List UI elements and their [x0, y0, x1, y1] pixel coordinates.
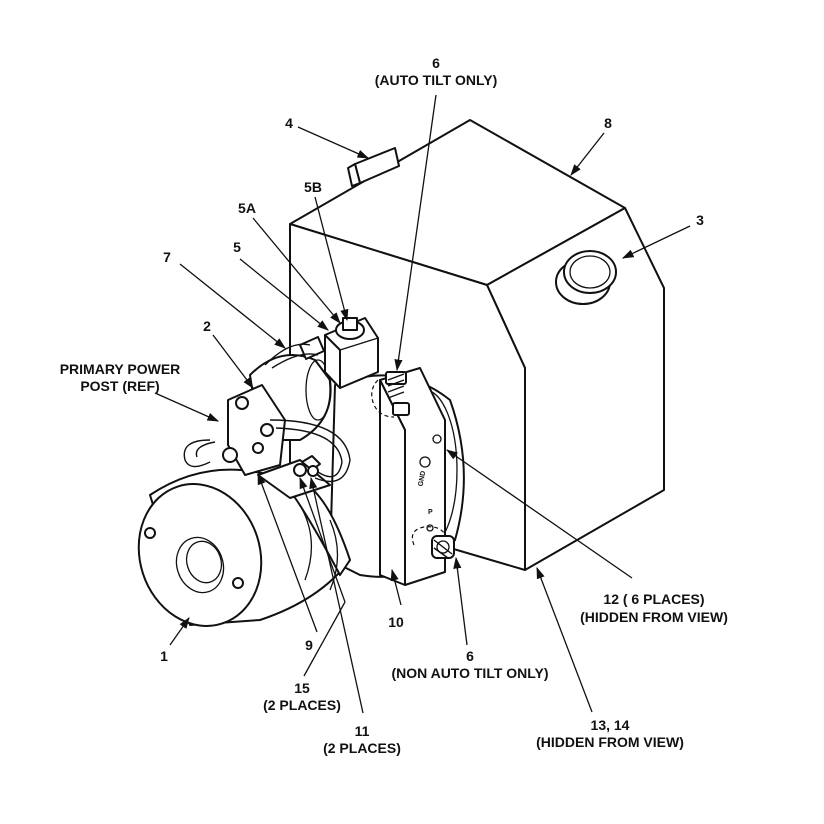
- motor-solenoid: [222, 354, 332, 476]
- label-4: 4: [285, 115, 293, 131]
- non-auto-tilt-fitting: [411, 526, 455, 559]
- label-primary-power-line1: PRIMARY POWER: [60, 361, 181, 377]
- label-5: 5: [233, 239, 241, 255]
- label-5b: 5B: [304, 179, 322, 195]
- label-3: 3: [696, 212, 704, 228]
- wiring: [183, 343, 351, 483]
- p-port-marking: P: [428, 509, 433, 516]
- sight-gauge: [555, 250, 617, 305]
- label-12-line2: (HIDDEN FROM VIEW): [580, 609, 728, 625]
- label-primary-power-line2: POST (REF): [80, 378, 159, 394]
- gnd-marking: GND: [418, 470, 428, 487]
- label-15-note: (2 PLACES): [263, 697, 341, 713]
- electric-motor: [137, 468, 351, 627]
- label-11-number: 11: [355, 723, 370, 739]
- label-7: 7: [163, 249, 171, 265]
- auto-tilt-fitting: [371, 371, 410, 418]
- label-13-14-line2: (HIDDEN FROM VIEW): [536, 734, 684, 750]
- label-13-14-line1: 13, 14: [591, 717, 630, 733]
- label-6-non-auto-tilt-note: (NON AUTO TILT ONLY): [391, 665, 548, 681]
- label-12-line1: 12 ( 6 PLACES): [603, 591, 704, 607]
- label-8: 8: [604, 115, 612, 131]
- label-5a: 5A: [238, 200, 256, 216]
- label-1: 1: [160, 648, 168, 664]
- valve-coil: [299, 317, 379, 389]
- label-6-auto-tilt-note: (AUTO TILT ONLY): [375, 72, 498, 88]
- label-9: 9: [305, 637, 313, 653]
- filler-cap: [347, 147, 400, 187]
- label-2: 2: [203, 318, 211, 334]
- leader-lines: [154, 94, 691, 714]
- label-11-note: (2 PLACES): [323, 740, 401, 756]
- callout-labels: 6 (AUTO TILT ONLY) 8 4 5B 5A 3 7 5 2 PRI…: [60, 55, 728, 756]
- label-10: 10: [388, 614, 404, 630]
- valve-block: GND P: [379, 367, 446, 586]
- label-6-auto-tilt-number: 6: [432, 55, 440, 71]
- label-15-number: 15: [294, 680, 310, 696]
- label-6-non-auto-tilt-number: 6: [466, 648, 474, 664]
